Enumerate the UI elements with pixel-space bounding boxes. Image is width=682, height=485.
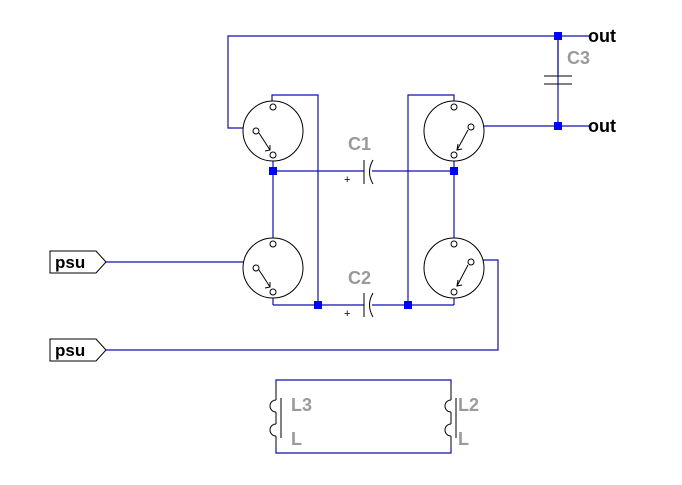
relay-pin: [269, 240, 277, 248]
relay-pin: [467, 123, 475, 131]
capacitor-c2-label: C2: [348, 268, 371, 288]
capacitor-c3: C3: [544, 36, 590, 85]
capacitor-c1: + C1: [344, 134, 374, 186]
inductor-l2-name: L2: [458, 395, 479, 415]
relay-pin: [450, 240, 458, 248]
relay-arrow: [264, 282, 271, 289]
capacitor-plate-curved: [369, 292, 374, 318]
capacitor-c2-polarity: +: [344, 308, 350, 320]
port-psu-top-shape: [49, 250, 107, 274]
inductor-coil: [269, 385, 277, 448]
relay-bottom-left: [242, 237, 304, 299]
capacitor-c2: + C2: [344, 268, 374, 320]
junction-dot: [269, 167, 277, 175]
capacitor-c1-polarity: +: [344, 174, 350, 186]
port-psu-top-label: psu: [55, 253, 85, 272]
relay-pin: [467, 258, 475, 266]
wire-left-frame: [271, 94, 319, 305]
relay-top-left: [242, 100, 304, 162]
inductor-l3: L3 L: [269, 385, 312, 449]
relay-arrow: [456, 143, 463, 151]
wire-inductor-frame-bottom: [275, 448, 452, 454]
wire-psu-bottom: [106, 259, 499, 351]
relay-pin: [450, 151, 458, 159]
relay-contact: [456, 264, 469, 287]
junction-dot: [450, 167, 458, 175]
inductor-l3-value: L: [291, 429, 302, 449]
junction-dot: [554, 32, 562, 40]
inductor-l2: L2 L: [444, 385, 479, 449]
capacitor-c3-label: C3: [567, 48, 590, 68]
relay-pin: [450, 288, 458, 296]
relay-pin: [269, 288, 277, 296]
junction-dot: [404, 301, 412, 309]
junction-dot: [554, 122, 562, 130]
relay-contact: [456, 129, 469, 151]
port-psu-bottom-label: psu: [55, 341, 85, 360]
relay-body: [423, 237, 485, 299]
relay-contact: [258, 269, 271, 288]
relay-pin: [269, 103, 277, 111]
relay-pin: [450, 103, 458, 111]
port-psu-top: psu: [49, 250, 107, 274]
wire-right-frame: [407, 94, 455, 305]
relay-body: [423, 100, 485, 162]
wires: [106, 35, 590, 454]
relay-top-right: [423, 100, 485, 162]
relay-pin: [252, 264, 260, 272]
inductor-l3-name: L3: [291, 395, 312, 415]
relay-arrow: [264, 145, 271, 152]
wire-inductor-frame: [275, 379, 452, 385]
junctions: [269, 32, 562, 309]
relay-contact: [258, 132, 271, 151]
relay-pin: [252, 127, 260, 135]
relay-body: [242, 100, 304, 162]
relay-pin: [269, 151, 277, 159]
net-label-out-bottom: out: [588, 116, 616, 136]
relay-arrow: [456, 279, 463, 287]
relay-body: [242, 237, 304, 299]
wire-top-loop: [227, 35, 590, 129]
capacitor-c1-label: C1: [348, 134, 371, 154]
port-psu-bottom-shape: [49, 338, 107, 362]
relay-bottom-right: [423, 237, 485, 299]
net-label-out-top: out: [588, 26, 616, 46]
inductor-l2-value: L: [458, 429, 469, 449]
capacitor-plate-curved: [369, 159, 374, 185]
port-psu-bottom: psu: [49, 338, 107, 362]
inductor-coil: [444, 385, 452, 448]
junction-dot: [314, 301, 322, 309]
